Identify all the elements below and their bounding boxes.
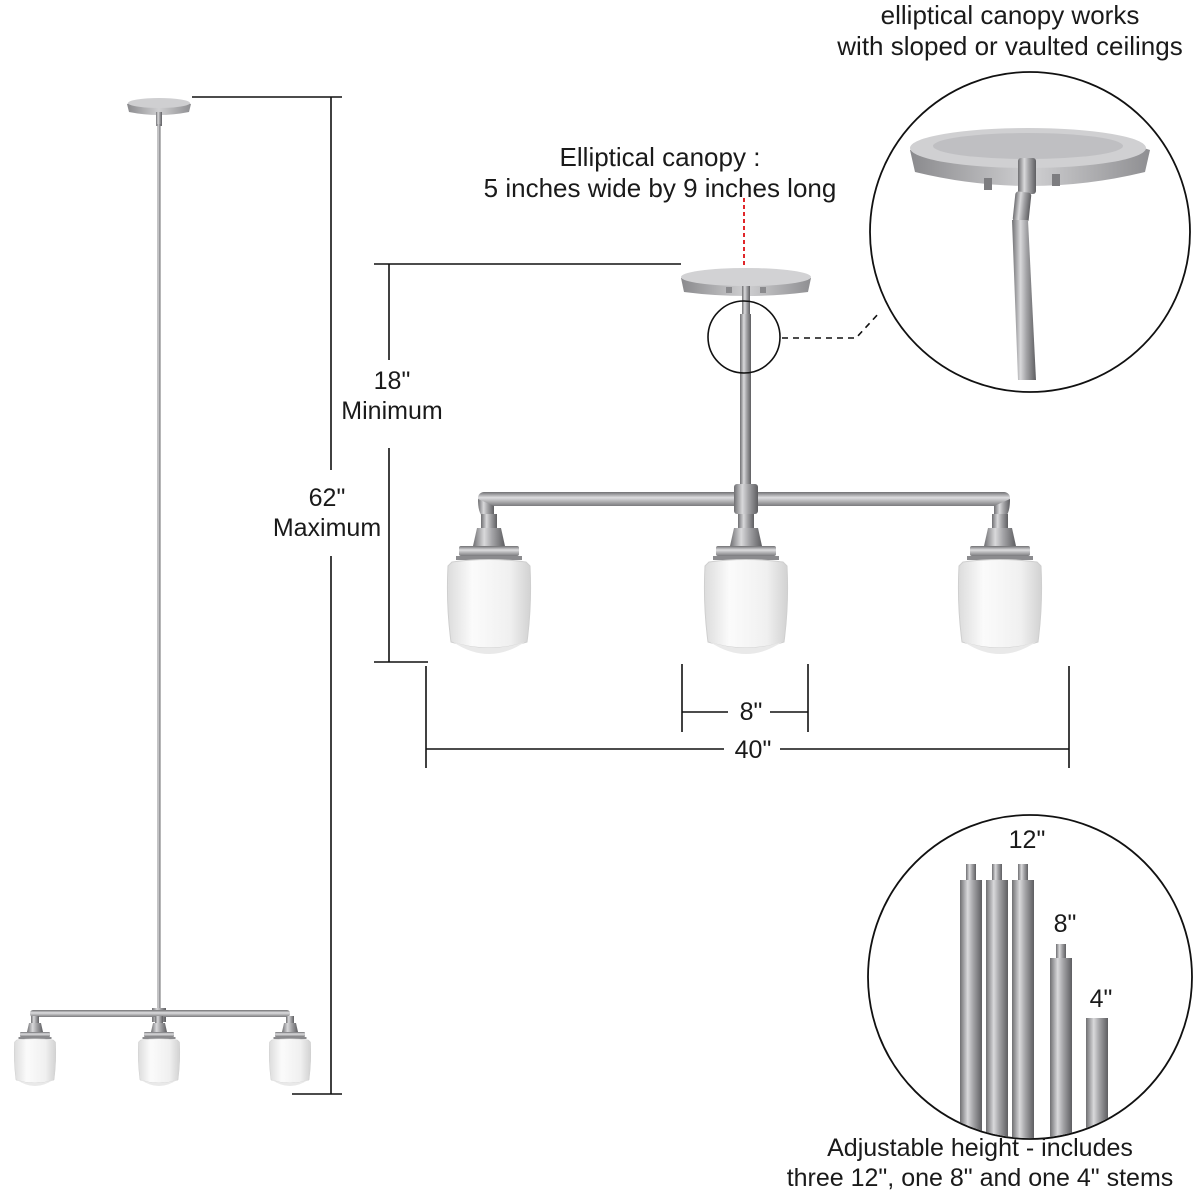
full-length-fixture: [13, 98, 312, 1087]
overall-width-dimension: [425, 666, 1070, 768]
stem-4: [1086, 1018, 1108, 1138]
stem-4-label: 4": [1089, 985, 1113, 1013]
main-fixture: [446, 268, 1043, 655]
stems-caption-line1: Adjustable height - includes: [827, 1134, 1133, 1162]
max-height-text: Maximum: [272, 513, 382, 542]
stem-12-label: 12": [1008, 826, 1046, 854]
stem-12-b: [986, 864, 1008, 1138]
stem-8-label: 8": [1053, 910, 1077, 938]
sloped-ceiling-note-line2: with sloped or vaulted ceilings: [837, 30, 1183, 61]
shade-width-label: 8": [739, 698, 763, 726]
min-height-text: Minimum: [341, 396, 443, 425]
sloped-ceiling-note: elliptical canopy works with sloped or v…: [800, 0, 1200, 61]
stems-zoom-circle: [867, 814, 1193, 1140]
stems-caption-line2: three 12", one 8" and one 4" stems: [786, 1163, 1174, 1192]
canopy-spec-line1: Elliptical canopy :: [559, 142, 761, 172]
max-height-dimension: [192, 96, 342, 1095]
max-height-value: 62": [308, 484, 346, 512]
stem-12-c: [1012, 864, 1034, 1138]
overall-width-label: 40": [734, 736, 772, 764]
canopy-spec-line2: 5 inches wide by 9 inches long: [483, 172, 837, 203]
max-height-label: 62" Maximum: [257, 484, 397, 543]
canopy-zoom-circle: [707, 71, 1191, 393]
canopy-spec-note: Elliptical canopy : 5 inches wide by 9 i…: [440, 142, 880, 203]
min-height-dimension: [374, 263, 681, 663]
stem-8: [1050, 944, 1072, 1138]
min-height-label: 18" Minimum: [322, 367, 462, 426]
shade-width-dimension: [681, 664, 809, 732]
stem-12-a: [960, 864, 982, 1138]
min-height-value: 18": [373, 367, 411, 395]
sloped-ceiling-note-line1: elliptical canopy works: [880, 0, 1140, 30]
stems-caption: Adjustable height - includes three 12", …: [750, 1134, 1200, 1193]
